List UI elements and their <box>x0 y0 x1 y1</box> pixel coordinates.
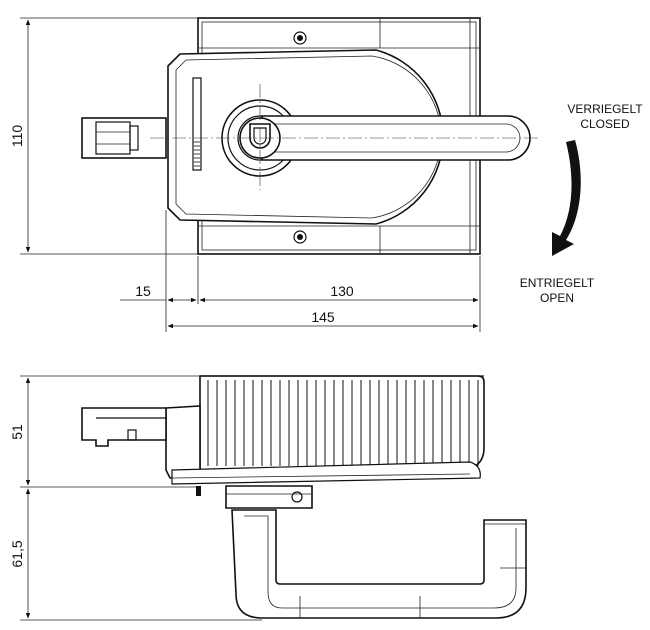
dimension-height-top: 110 <box>9 17 198 255</box>
svg-text:110: 110 <box>9 125 25 148</box>
dim-15: 15 <box>135 283 151 299</box>
rotation-arrow-icon <box>552 140 581 256</box>
connector-plug-side <box>81 407 167 447</box>
screw-bottom <box>293 230 307 244</box>
label-unlocked-en: OPEN <box>540 291 574 305</box>
ribbed-housing <box>199 375 485 471</box>
indicator-window <box>192 77 202 171</box>
screw-top <box>293 31 307 45</box>
dim-130: 130 <box>330 283 354 299</box>
dimension-height-side: 51 61,5 <box>9 375 262 621</box>
dim-145: 145 <box>311 309 335 325</box>
dimension-widths: 15 130 145 <box>120 210 481 332</box>
side-view <box>81 375 485 496</box>
dim-61-5: 61,5 <box>9 540 25 567</box>
top-view <box>81 17 540 255</box>
label-locked-en: CLOSED <box>580 117 630 131</box>
label-unlocked-de: ENTRIEGELT <box>520 276 595 290</box>
dim-51: 51 <box>9 424 25 440</box>
handle-side <box>225 485 527 619</box>
label-locked-de: VERRIEGELT <box>567 102 643 116</box>
